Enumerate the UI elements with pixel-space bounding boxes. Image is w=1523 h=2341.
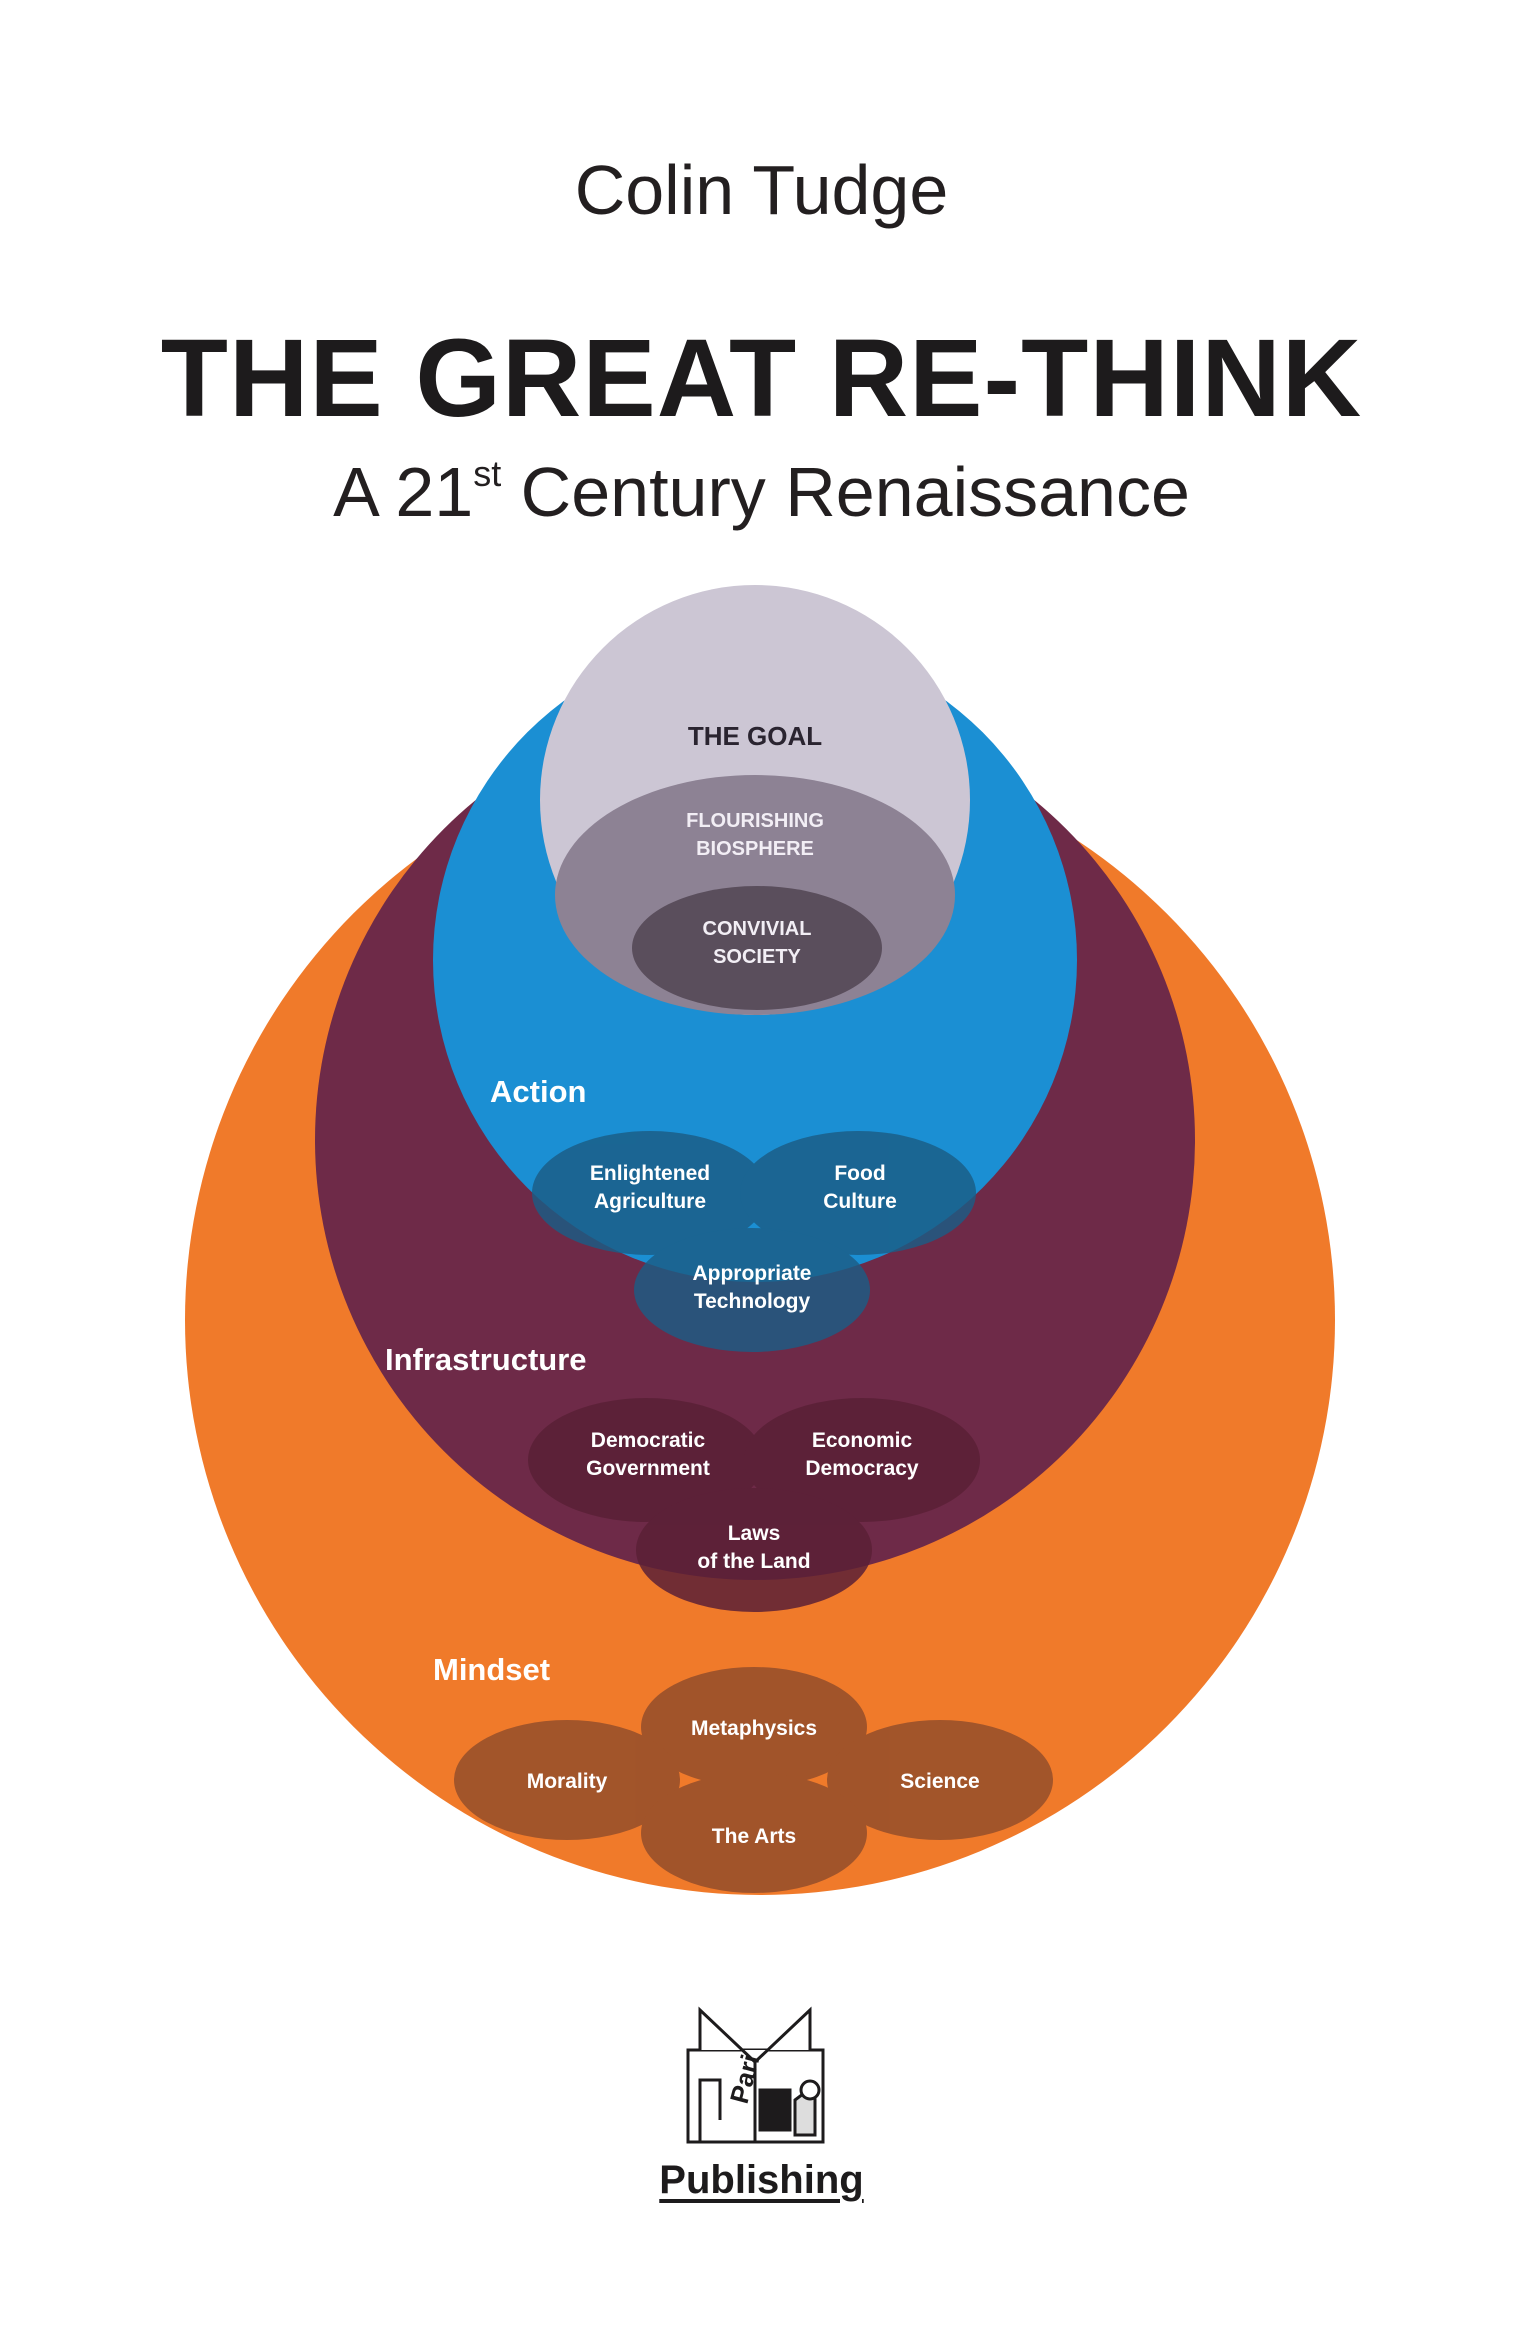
- mindset-oval-metaphysics: [641, 1667, 867, 1787]
- infrastructure-heading: Infrastructure: [385, 1342, 587, 1377]
- action-item-2-line1: Food: [834, 1162, 885, 1185]
- mindset-item-science: Science: [900, 1770, 979, 1793]
- infra-item-2-line2: Democracy: [805, 1457, 919, 1480]
- publisher-name: Publishing: [659, 2158, 864, 2202]
- action-item-3-line2: Technology: [694, 1290, 811, 1313]
- action-oval-3: [634, 1228, 870, 1352]
- mindset-item-metaphysics: Metaphysics: [691, 1717, 817, 1740]
- action-item-2-line2: Culture: [823, 1190, 897, 1213]
- infra-item-3-line2: of the Land: [697, 1550, 810, 1573]
- publisher-logo: [686, 2006, 825, 2144]
- infra-oval-3: [636, 1488, 872, 1612]
- subtitle-prefix: A 21: [333, 453, 474, 531]
- convivial-society-oval: [632, 886, 882, 1010]
- goal-outer-line2: BIOSPHERE: [696, 838, 814, 860]
- book-subtitle: A 21st Century Renaissance: [0, 452, 1523, 532]
- infra-item-3-line1: Laws: [728, 1522, 781, 1545]
- subtitle-superscript: st: [473, 453, 502, 494]
- subtitle-suffix: Century Renaissance: [501, 453, 1190, 531]
- action-item-1-line2: Agriculture: [594, 1190, 706, 1213]
- infra-item-1-line2: Government: [586, 1457, 710, 1480]
- mindset-item-morality: Morality: [527, 1770, 608, 1793]
- action-item-1-line1: Enlightened: [590, 1162, 710, 1185]
- infra-item-2-line1: Economic: [812, 1429, 913, 1452]
- action-item-3-line1: Appropriate: [692, 1262, 811, 1285]
- infra-item-1-line1: Democratic: [591, 1429, 706, 1452]
- book-title: THE GREAT RE-THINK: [160, 317, 1363, 440]
- action-oval-1: [532, 1131, 768, 1255]
- goal-inner-line2: SOCIETY: [713, 946, 801, 968]
- goal-heading: THE GOAL: [688, 721, 822, 751]
- mindset-oval-morality: [454, 1720, 680, 1840]
- infra-oval-2: [744, 1398, 980, 1522]
- action-heading: Action: [490, 1074, 586, 1109]
- mindset-oval-arts: [641, 1773, 867, 1893]
- goal-inner-line1: CONVIVIAL: [703, 918, 812, 940]
- mindset-item-arts: The Arts: [712, 1825, 796, 1848]
- goal-outer-line1: FLOURISHING: [686, 810, 824, 832]
- mindset-oval-science: [827, 1720, 1053, 1840]
- infra-oval-1: [528, 1398, 764, 1522]
- action-oval-2: [740, 1131, 976, 1255]
- author-name: Colin Tudge: [574, 151, 949, 229]
- mindset-heading: Mindset: [433, 1652, 550, 1687]
